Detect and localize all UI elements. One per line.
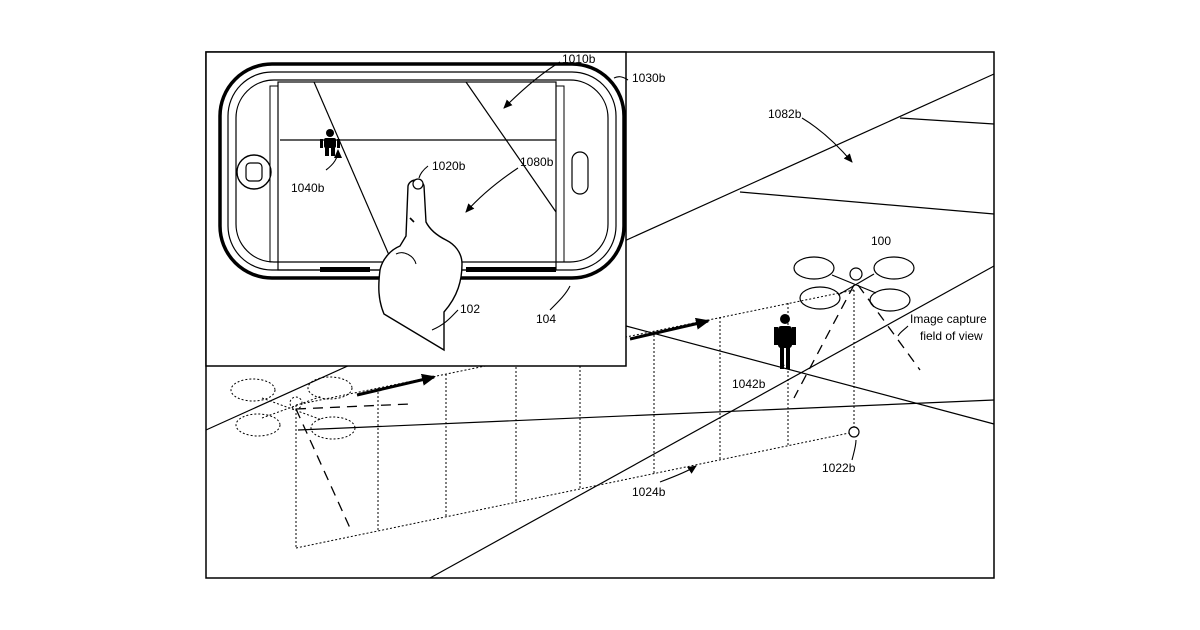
label-1040b: 1040b [291, 181, 325, 195]
label-102: 102 [460, 302, 480, 316]
label-1080b: 1080b [520, 155, 554, 169]
label-fov-line2: field of view [920, 329, 983, 343]
person-icon [774, 314, 796, 369]
label-1082b: 1082b [768, 107, 802, 121]
label-1022b: 1022b [822, 461, 856, 475]
touch-point-icon [413, 179, 423, 189]
label-1024b: 1024b [632, 485, 666, 499]
drone-icon [794, 257, 920, 398]
target-point-icon [849, 427, 859, 437]
label-fov-line1: Image capture [910, 312, 987, 326]
motion-arrow-1 [357, 377, 434, 395]
label-1010b: 1010b [562, 52, 596, 66]
label-1020b: 1020b [432, 159, 466, 173]
label-100: 100 [871, 234, 891, 248]
label-1042b: 1042b [732, 377, 766, 391]
label-1030b: 1030b [632, 71, 666, 85]
label-104: 104 [536, 312, 556, 326]
